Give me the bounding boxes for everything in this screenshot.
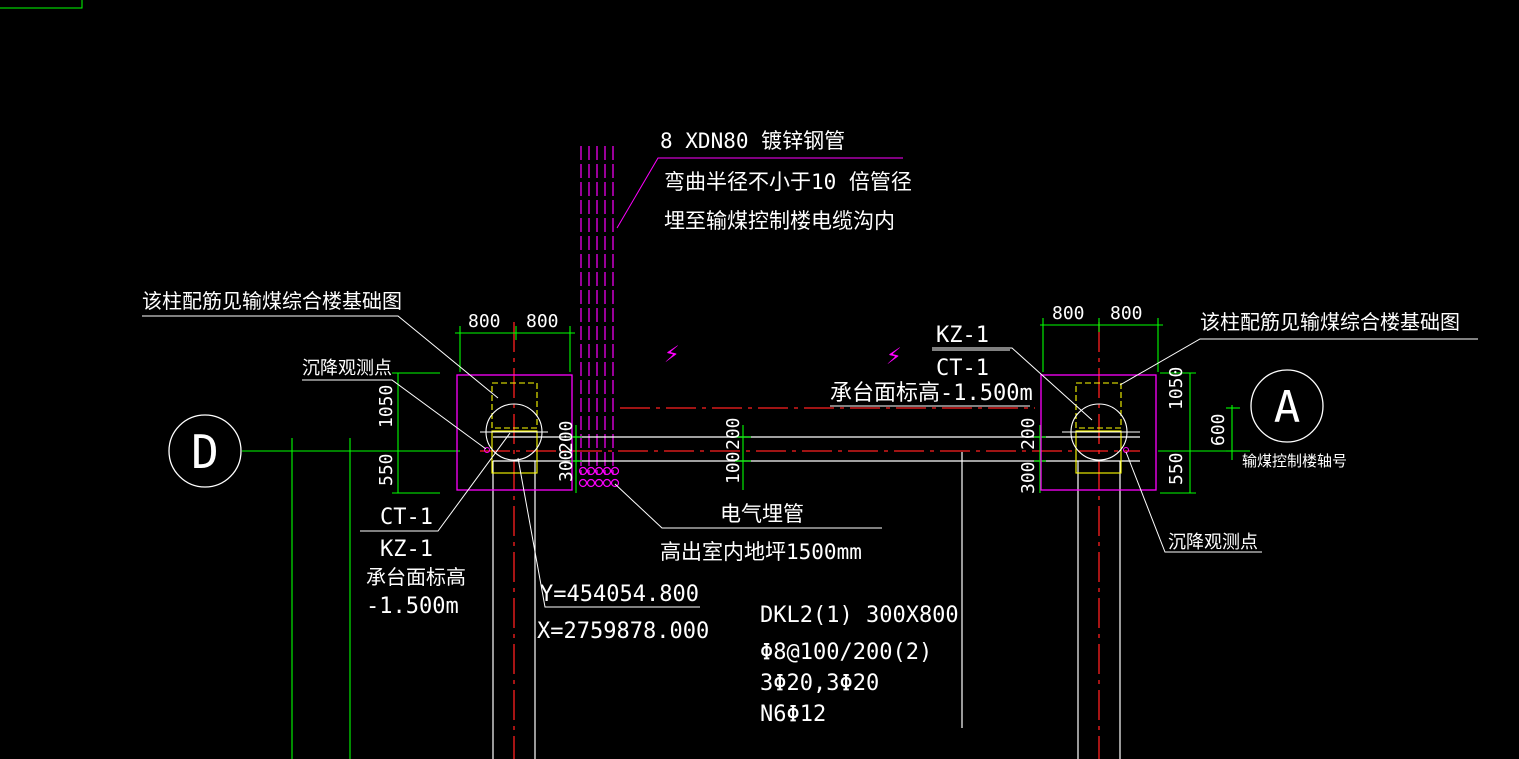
dim-right-inner-b: 300 <box>1018 461 1039 494</box>
beam-stirrup-label: Φ8@100/200(2) <box>760 640 932 665</box>
pipe-route-label: 埋至输煤控制楼电缆沟内 <box>664 209 895 233</box>
column-note-right: 该柱配筋见输煤综合楼基础图 <box>1200 310 1460 334</box>
conduit-circles <box>578 466 620 488</box>
coordinate-x: X=2759878.000 <box>537 619 709 644</box>
beam-lines <box>492 436 1140 759</box>
settlement-label-left: 沉降观测点 <box>302 358 392 379</box>
dim-right-top-b: 800 <box>1110 303 1143 324</box>
beam-rebar-label: 3Φ20,3Φ20 <box>760 671 879 696</box>
cap-level-label-left: 承台面标高 <box>366 565 466 589</box>
coordinate-y: Y=454054.800 <box>540 582 699 607</box>
cap-level-value-left: -1.500m <box>366 594 459 619</box>
kz-label-left: KZ-1 <box>380 537 433 562</box>
dim-right-inner-a: 200 <box>1018 417 1039 450</box>
settlement-point-marker <box>484 447 490 453</box>
dim-left-inner-a: 200 <box>556 420 577 453</box>
dim-mid-b: 100 <box>723 451 744 484</box>
beam-side-rebar-label: N6Φ12 <box>760 702 826 727</box>
dim-left-inner-b: 300 <box>556 449 577 482</box>
column-note-left: 该柱配筋见输煤综合楼基础图 <box>142 289 402 313</box>
dim-right-side-a: 1050 <box>1166 367 1187 410</box>
viewport-frame-corner <box>0 0 83 9</box>
ct-label-right: CT-1 <box>936 356 989 381</box>
settlement-label-right: 沉降观测点 <box>1168 532 1258 553</box>
axis-bubble-d[interactable]: D <box>168 414 242 488</box>
lightning-icon: ⚡ <box>886 341 902 371</box>
kz-label-right: KZ-1 <box>936 323 989 348</box>
axis-bubble-label: A <box>1274 382 1301 433</box>
dim-mid-a: 200 <box>723 417 744 450</box>
dim-right-top-a: 800 <box>1052 303 1085 324</box>
dim-right-axis-gap: 600 <box>1208 413 1229 446</box>
pipe-spec-label: 8 XDN80 镀锌钢管 <box>660 129 845 153</box>
axis-lines-red <box>480 322 1140 759</box>
ct-label-left: CT-1 <box>380 505 433 530</box>
dim-left-side-a: 1050 <box>376 385 397 428</box>
cap-level-label-right: 承台面标高-1.500m <box>830 381 1033 406</box>
grid-lines-green <box>242 318 1250 759</box>
conduit-height-label: 高出室内地坪1500mm <box>660 540 862 564</box>
axis-bubble-label: D <box>191 425 219 479</box>
pile-cap-left <box>456 374 573 491</box>
axis-bubble-a[interactable]: A <box>1250 369 1324 443</box>
dim-left-side-b: 550 <box>376 453 397 486</box>
dim-right-side-b: 550 <box>1166 452 1187 485</box>
beam-label: DKL2(1) 300X800 <box>760 603 959 628</box>
conduit-label: 电气埋管 <box>720 502 804 526</box>
pipe-bend-label: 弯曲半径不小于10 倍管径 <box>664 170 912 194</box>
pipe-bundle <box>580 146 614 475</box>
annotation-text: 8 XDN80 镀锌钢管 弯曲半径不小于10 倍管径 埋至输煤控制楼电缆沟内 该… <box>142 129 1460 727</box>
dim-left-top-b: 800 <box>526 311 559 332</box>
lightning-icon: ⚡ <box>664 339 680 369</box>
dimension-text: 800 800 1050 550 200 300 200 100 800 800… <box>376 303 1229 494</box>
dim-left-top-a: 800 <box>468 311 501 332</box>
leader-lines <box>142 157 1478 608</box>
axis-note-right: 输煤控制楼轴号 <box>1242 452 1347 470</box>
